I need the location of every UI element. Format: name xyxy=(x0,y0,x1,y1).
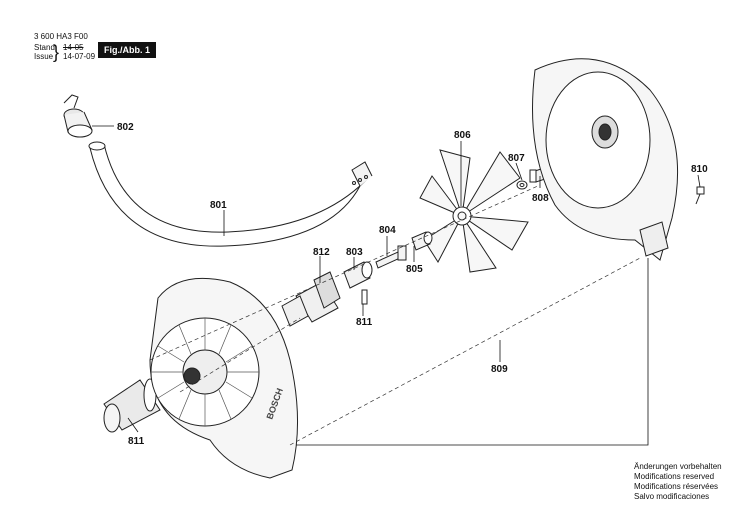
rear-cover-drawing xyxy=(532,58,679,261)
assembly-lines xyxy=(149,184,641,446)
note-line: Modifications réservées xyxy=(634,482,719,491)
part-label-809: 809 xyxy=(491,364,508,375)
small-screw-drawing xyxy=(695,186,705,205)
issue-label: Issue xyxy=(34,52,54,61)
part-label-810: 810 xyxy=(691,164,708,175)
document-code: 3 600 HA3 F00 xyxy=(34,32,88,41)
shaft-drawing xyxy=(375,231,433,269)
note-line: Modifications reserved xyxy=(634,472,715,481)
part-label-811-nozzle: 811 xyxy=(128,436,145,447)
header-brace: } xyxy=(53,42,60,62)
part-label-811-pin: 811 xyxy=(356,317,373,328)
part-label-808: 808 xyxy=(532,193,549,204)
motor-coupling-drawing xyxy=(281,271,341,327)
part-label-801: 801 xyxy=(210,200,227,211)
sleeve-drawing xyxy=(343,261,373,289)
part-label-805: 805 xyxy=(406,264,423,275)
part-label-804: 804 xyxy=(379,225,396,236)
part-label-803: 803 xyxy=(346,247,363,258)
issue-date: 14-07-09 xyxy=(63,52,96,61)
washer-drawing xyxy=(516,180,528,190)
figure-badge: Fig./Abb. 1 xyxy=(98,42,156,58)
pin-drawing xyxy=(361,289,368,305)
leader-lines xyxy=(92,125,701,433)
note-line: Änderungen vorbehalten xyxy=(634,462,722,471)
stand-label: Stand xyxy=(34,43,55,52)
part-label-807: 807 xyxy=(508,153,525,164)
tube-cap-drawing xyxy=(63,94,93,138)
part-label-802: 802 xyxy=(117,122,134,133)
modification-notes: Änderungen vorbehalten Modifications res… xyxy=(634,462,722,502)
stand-date: 14-05 xyxy=(63,43,84,52)
fan-impeller-drawing xyxy=(419,149,529,273)
part-label-806: 806 xyxy=(454,130,471,141)
part-label-812: 812 xyxy=(313,247,330,258)
blower-tube-drawing xyxy=(88,141,373,247)
note-line: Salvo modificaciones xyxy=(634,492,710,501)
front-housing-drawing xyxy=(149,277,299,479)
bracket-809 xyxy=(296,258,649,446)
